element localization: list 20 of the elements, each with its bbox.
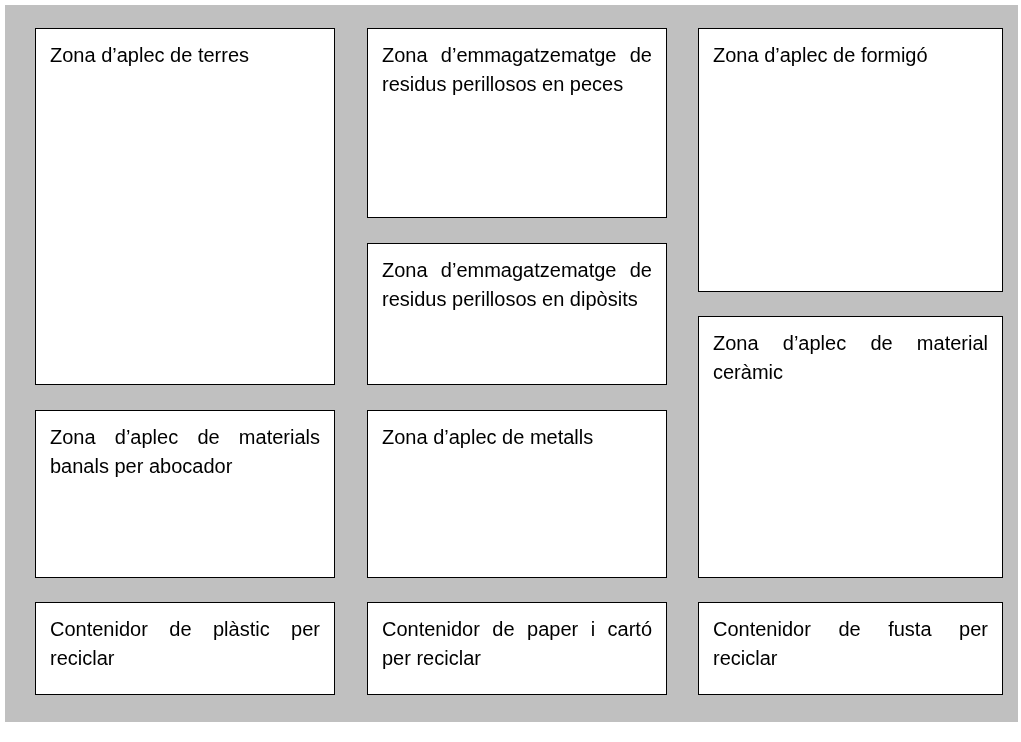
zone-box — [367, 602, 667, 695]
zone-box — [367, 243, 667, 385]
zone-label: Contenidor de fusta per reciclar — [713, 617, 988, 671]
zone-label: Zona d’emmagatzematge de residus perillosos en dipòsits — [382, 258, 652, 312]
zone-box — [698, 316, 1003, 578]
zone-box — [698, 602, 1003, 695]
zone-box — [35, 410, 335, 578]
zone-label: Zona d’emmagatzematge de residus perillosos en peces — [382, 43, 652, 97]
zone-label: Zona d’aplec de metalls — [382, 425, 595, 450]
zone-label: Contenidor de paper i cartó per reciclar — [382, 617, 652, 671]
zone-label: Zona d’aplec de terres — [50, 43, 250, 68]
zone-label: Zona d’aplec de formigó — [713, 43, 929, 68]
zone-label: Zona d’aplec de materials banals per abocador — [50, 425, 320, 479]
zone-box — [698, 28, 1003, 292]
zone-box — [367, 410, 667, 578]
zone-box — [367, 28, 667, 218]
zone-label: Zona d’aplec de material ceràmic — [713, 331, 988, 385]
zone-box — [35, 28, 335, 385]
zone-label: Contenidor de plàstic per reciclar — [50, 617, 320, 671]
zone-box — [35, 602, 335, 695]
